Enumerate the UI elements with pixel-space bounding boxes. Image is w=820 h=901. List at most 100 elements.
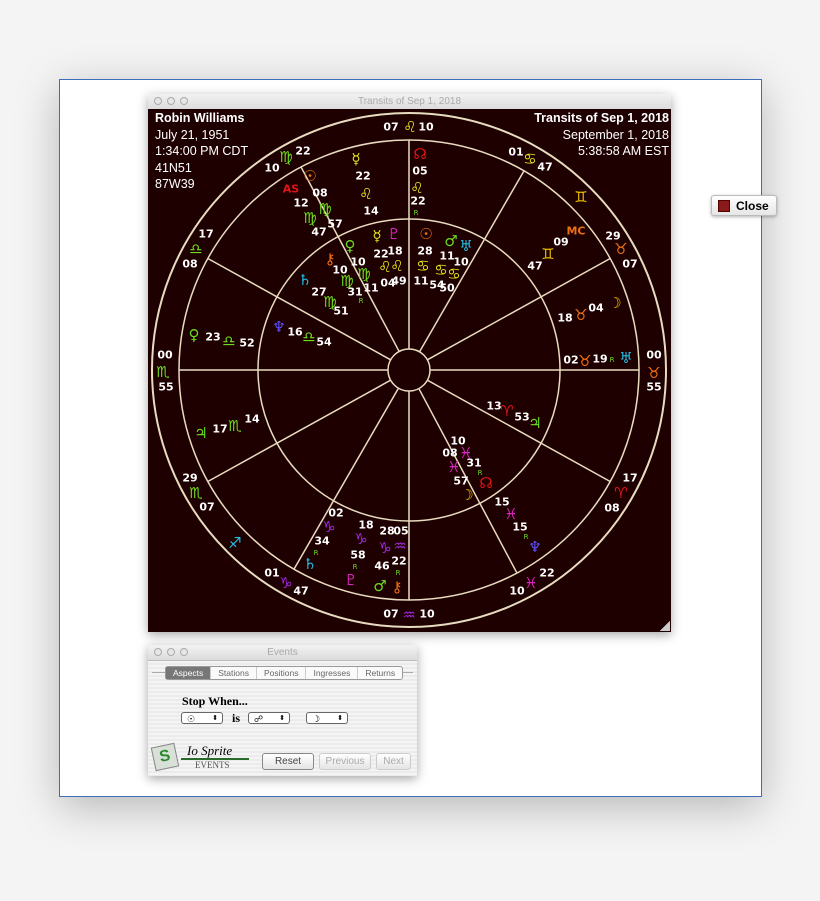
degree-label: 05 — [393, 525, 408, 538]
astro-glyph-icon: ⚷︎ — [325, 250, 336, 268]
degree-label: 47 — [293, 585, 308, 598]
astro-glyph-icon: ♋︎ — [434, 261, 447, 279]
astro-glyph-icon: ♇︎ — [344, 571, 357, 589]
events-window: Events Aspects Stations Positions Ingres… — [148, 645, 417, 776]
degree-label: 16 — [287, 326, 303, 339]
aspect-select[interactable]: ☍⬍ — [248, 712, 290, 724]
window-close-button[interactable] — [154, 648, 162, 656]
degree-label: 10 — [450, 435, 466, 448]
astro-glyph-icon: ♆︎ — [528, 538, 541, 556]
degree-label: 13 — [486, 400, 501, 413]
tab-positions[interactable]: Positions — [257, 667, 307, 679]
astro-glyph-icon: ⚷︎ — [392, 578, 403, 596]
degree-label: 47 — [311, 226, 326, 239]
degree-label: 34 — [314, 535, 330, 548]
astro-glyph-icon: ♐︎ — [228, 534, 241, 552]
select-value: ☽ — [312, 714, 321, 724]
window-close-button[interactable] — [154, 97, 162, 105]
astro-glyph-icon: ♍︎ — [323, 293, 336, 311]
close-button[interactable]: Close — [711, 195, 777, 216]
house-cusp-line — [293, 387, 400, 570]
window-minimize-button[interactable] — [167, 648, 175, 656]
close-icon — [718, 199, 730, 212]
window-zoom-button[interactable] — [180, 97, 188, 105]
degree-label: 51 — [333, 305, 348, 318]
previous-button[interactable]: Previous — [319, 753, 371, 770]
degree-label: 22 — [355, 170, 370, 183]
degree-label: 07 — [383, 121, 398, 134]
degree-label: 11 — [413, 275, 428, 288]
transit-title: Transits of Sep 1, 2018 — [534, 111, 669, 125]
astro-glyph-icon: ♊︎ — [541, 245, 554, 263]
degree-label: 14 — [363, 205, 379, 218]
degree-label: 18 — [387, 245, 402, 258]
degree-label: 04 — [380, 277, 396, 290]
tab-stations[interactable]: Stations — [211, 667, 257, 679]
astro-glyph-icon: ♈︎ — [500, 402, 513, 420]
planet2-select[interactable]: ☽⬍ — [306, 712, 348, 724]
wheel-ring — [387, 348, 431, 392]
house-cusp-line — [300, 166, 400, 352]
degree-label: 55 — [158, 381, 173, 394]
astro-glyph-icon: ♋︎ — [416, 257, 429, 275]
degree-label: 54 — [316, 336, 332, 349]
astro-glyph-icon: ♍︎ — [279, 148, 292, 166]
degree-label: 47 — [537, 161, 552, 174]
tab-returns[interactable]: Returns — [365, 668, 396, 678]
degree-label: 10 — [350, 256, 366, 269]
natal-info: Robin Williams July 21, 1951 1:34:00 PM … — [155, 110, 248, 193]
select-arrows-icon: ⬍ — [212, 715, 218, 722]
astro-glyph-icon: ☿︎ — [351, 150, 360, 168]
degree-label: 19 — [592, 353, 607, 366]
degree-label: 14 — [244, 413, 260, 426]
degree-label: 07 — [383, 608, 398, 621]
retrograde-marker: R — [524, 533, 529, 541]
house-cusp-line — [207, 257, 391, 361]
house-cusp-line — [427, 257, 611, 361]
astro-glyph-icon: ♑︎ — [322, 518, 335, 536]
events-title: Events — [267, 647, 298, 658]
title-bar[interactable]: Transits of Sep 1, 2018 — [148, 94, 671, 110]
degree-label: 08 — [604, 502, 619, 515]
astro-glyph-icon: ♂︎ — [444, 232, 457, 250]
window-minimize-button[interactable] — [167, 97, 175, 105]
degree-label: 22 — [391, 555, 406, 568]
select-arrows-icon: ⬍ — [279, 715, 285, 722]
stop-when-label: Stop When... — [182, 694, 248, 708]
tab-ingresses[interactable]: Ingresses — [306, 667, 359, 679]
astro-glyph-icon: ♍︎ — [318, 200, 331, 218]
astro-glyph-icon: ♊︎ — [574, 188, 587, 206]
birth-date: July 21, 1951 — [155, 127, 230, 142]
degree-label: 00 — [646, 349, 662, 362]
select-arrows-icon: ⬍ — [337, 715, 343, 722]
degree-label: 58 — [350, 549, 365, 562]
degree-label: 08 — [312, 187, 327, 200]
degree-label: 09 — [553, 236, 568, 249]
astro-glyph-icon: ♌︎ — [359, 185, 372, 203]
astro-glyph-icon: ♏︎ — [228, 417, 242, 435]
wheel-ring — [151, 112, 667, 628]
logo-name: Io Sprite — [187, 743, 233, 758]
degree-label: 22 — [373, 248, 388, 261]
degree-label: 31 — [347, 286, 362, 299]
tab-aspects[interactable]: Aspects — [166, 667, 212, 679]
resize-handle[interactable] — [660, 621, 670, 631]
window-title: Transits of Sep 1, 2018 — [357, 96, 462, 107]
events-title-bar[interactable]: Events — [148, 645, 417, 661]
degree-label: 46 — [374, 560, 390, 573]
degree-label: 28 — [417, 245, 432, 258]
retrograde-marker: R — [359, 297, 364, 305]
planet1-select[interactable]: ☉⬍ — [181, 712, 223, 724]
next-button[interactable]: Next — [376, 753, 411, 770]
degree-label: 31 — [466, 457, 481, 470]
astro-glyph-icon: ♉︎ — [578, 352, 591, 370]
reset-button[interactable]: Reset — [262, 753, 314, 770]
house-cusp-line — [418, 388, 518, 574]
astro-glyph-icon: ♄︎ — [303, 555, 316, 573]
degree-label: 28 — [379, 525, 394, 538]
transit-date: September 1, 2018 — [562, 127, 669, 142]
window-zoom-button[interactable] — [180, 648, 188, 656]
io-sprite-logo: S Io Sprite EVENTS — [150, 742, 266, 773]
astro-glyph-icon: ☊︎ — [413, 145, 426, 163]
